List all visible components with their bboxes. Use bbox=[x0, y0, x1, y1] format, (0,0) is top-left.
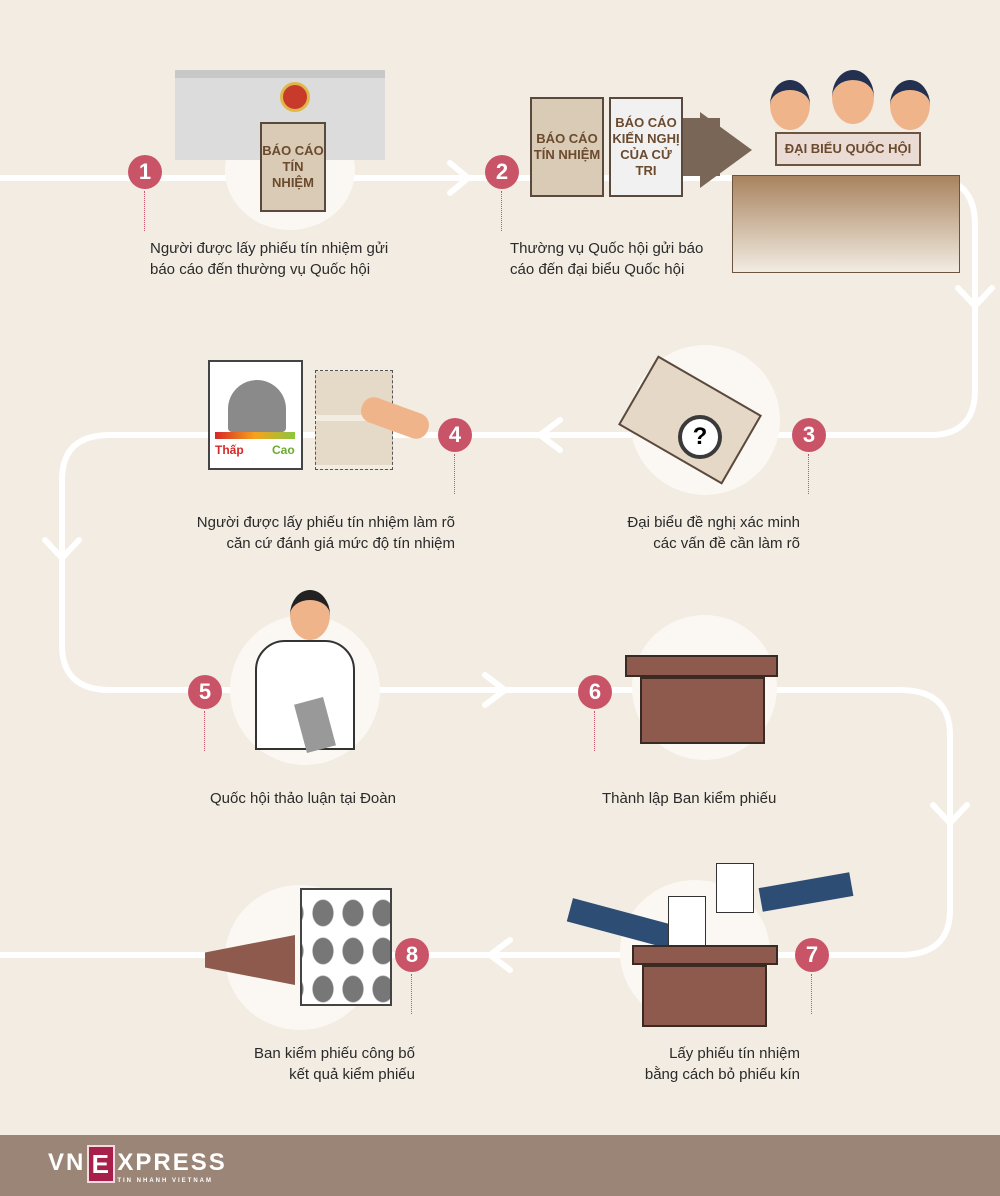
step-6-caption: Thành lập Ban kiểm phiếu bbox=[602, 790, 777, 807]
step-number-1: 1 bbox=[128, 155, 162, 231]
step-3-caption: Đại biểu đề nghị xác minh các vấn đề cần … bbox=[560, 512, 800, 554]
podium-icon bbox=[732, 175, 960, 273]
step-4-caption: Người được lấy phiếu tín nhiệm làm rõ căn… bbox=[150, 512, 455, 554]
rating-scale-bar bbox=[215, 432, 295, 439]
logo-e: E bbox=[87, 1145, 116, 1183]
step-8-caption: Ban kiểm phiếu công bố kết quả kiểm phiếu bbox=[150, 1043, 415, 1085]
person-silhouette-icon bbox=[228, 380, 286, 432]
step-number-4: 4 bbox=[438, 418, 472, 494]
ballot-paper-icon bbox=[716, 863, 754, 913]
ballot-box-icon bbox=[642, 965, 767, 1027]
voter-petition-document: BÁO CÁO KIẾN NGHỊ CỦA CỬ TRI bbox=[609, 97, 683, 197]
step-1-caption: Người được lấy phiếu tín nhiệm gửi báo cá… bbox=[150, 238, 388, 280]
delegate-icon bbox=[832, 70, 874, 124]
logo-vn: VN bbox=[48, 1149, 86, 1176]
delegate-icon bbox=[890, 80, 930, 130]
step-number-7: 7 bbox=[795, 938, 829, 1014]
report-document: BÁO CÁO TÍN NHIỆM bbox=[260, 122, 326, 212]
delegate-icon bbox=[770, 80, 810, 130]
step-number-2: 2 bbox=[485, 155, 519, 231]
logo-xpress: XPRESS bbox=[117, 1149, 227, 1176]
caption-line: cáo đến đại biểu Quốc hội bbox=[510, 261, 685, 278]
caption-line: căn cứ đánh giá mức độ tín nhiệm bbox=[226, 535, 455, 552]
national-emblem-icon bbox=[280, 82, 310, 112]
caption-line: Đại biểu đề nghị xác minh bbox=[627, 514, 800, 531]
footer: VN E XPRESS TIN NHANH VIETNAM bbox=[0, 1135, 1000, 1196]
step-number-5: 5 bbox=[188, 675, 222, 751]
caption-line: kết quả kiểm phiếu bbox=[289, 1066, 415, 1083]
step-5-caption: Quốc hội thảo luận tại Đoàn bbox=[210, 790, 396, 807]
vnexpress-logo[interactable]: VN E XPRESS TIN NHANH VIETNAM bbox=[48, 1145, 227, 1185]
speaker-head-icon bbox=[290, 590, 330, 640]
caption-line: Người được lấy phiếu tín nhiệm làm rõ bbox=[196, 514, 455, 531]
report-document: BÁO CÁO TÍN NHIỆM bbox=[530, 97, 604, 197]
results-sheet-icon bbox=[300, 888, 392, 1006]
ballot-box-icon bbox=[640, 677, 765, 744]
nameplate: ĐẠI BIỂU QUỐC HỘI bbox=[775, 132, 921, 166]
logo-tagline: TIN NHANH VIETNAM bbox=[117, 1178, 214, 1184]
magnifier-question-icon: ? bbox=[678, 415, 722, 459]
caption-line: Thường vụ Quốc hội gửi báo bbox=[510, 240, 704, 257]
step-7-caption: Lấy phiếu tín nhiệm bằng cách bỏ phiếu kí… bbox=[560, 1043, 800, 1085]
caption-line: bằng cách bỏ phiếu kín bbox=[644, 1066, 800, 1083]
step-number-8: 8 bbox=[395, 938, 429, 1014]
step-number-3: 3 bbox=[792, 418, 826, 494]
caption-line: báo cáo đến thường vụ Quốc hội bbox=[150, 261, 371, 278]
caption-line: Lấy phiếu tín nhiệm bbox=[669, 1045, 800, 1062]
caption-line: Ban kiểm phiếu công bố bbox=[254, 1045, 415, 1062]
caption-line: các vấn đề cần làm rõ bbox=[653, 535, 800, 552]
scale-low-label: Thấp bbox=[215, 443, 244, 457]
ballot-paper-icon bbox=[668, 896, 706, 946]
logo-wordmark: XPRESS TIN NHANH VIETNAM bbox=[117, 1151, 226, 1185]
ballot-box-lid bbox=[625, 655, 778, 677]
ballot-box-lid bbox=[632, 945, 778, 965]
step-number-6: 6 bbox=[578, 675, 612, 751]
scale-high-label: Cao bbox=[272, 443, 295, 457]
step-2-caption: Thường vụ Quốc hội gửi báo cáo đến đại bi… bbox=[510, 238, 703, 280]
caption-line: Người được lấy phiếu tín nhiệm gửi bbox=[150, 240, 389, 257]
